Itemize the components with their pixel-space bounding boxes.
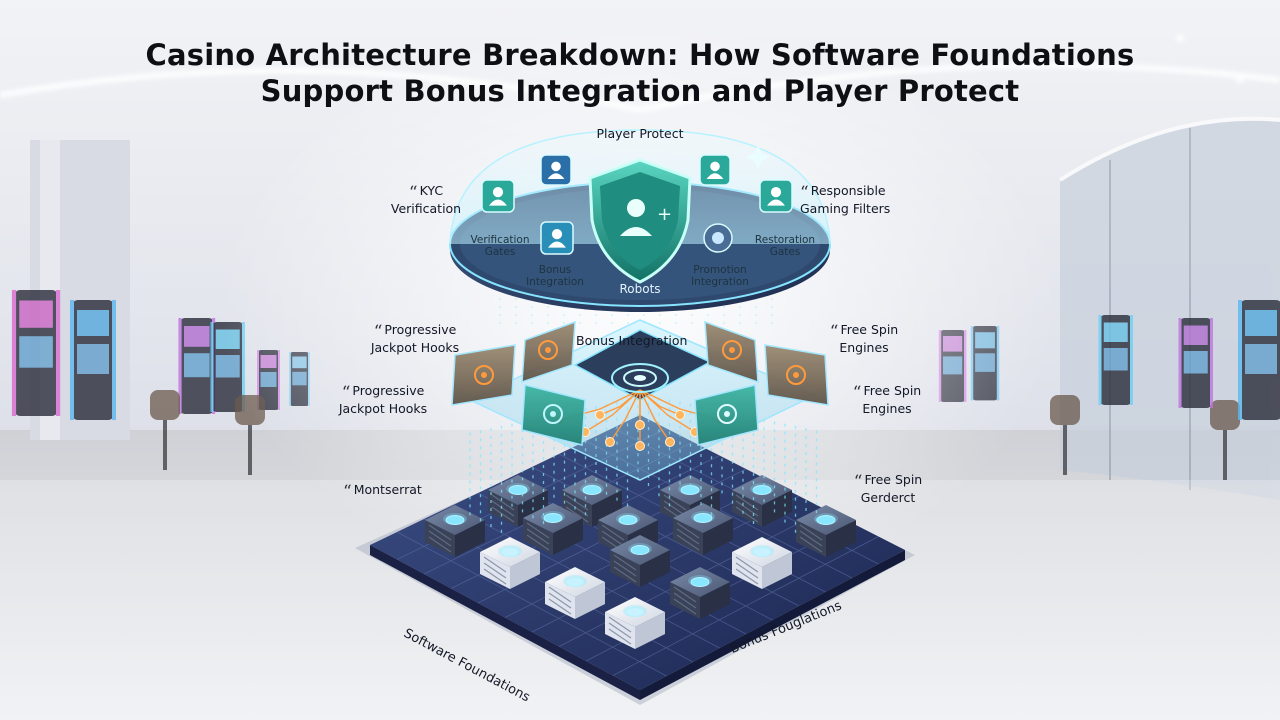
sparkle-icon: [746, 145, 770, 169]
label-free-spin-2: “Free Spin Engines: [852, 383, 922, 416]
quote-mark-icon: “: [373, 322, 383, 342]
label-responsible-gaming: “Responsible Gaming Filters: [800, 183, 891, 216]
slot-machine: [70, 300, 116, 420]
slot-machine: [11, 290, 61, 416]
label-free-spin-1: “Free Spin Engines: [829, 322, 899, 355]
user-icon: [540, 154, 572, 186]
server-icon: [605, 597, 665, 649]
quote-mark-icon: “: [408, 183, 418, 203]
users-icon: [759, 179, 793, 213]
label-bonus-integration-small: Bonus Integration: [526, 264, 584, 288]
server-icon: [523, 503, 583, 555]
slot-machine: [178, 318, 216, 414]
server-icon: [610, 535, 670, 587]
integration-card: [521, 320, 576, 384]
server-icon: [480, 537, 540, 589]
label-progressive-jackpot-2: “Progressive Jackpot Hooks: [338, 383, 428, 416]
integration-card: [521, 384, 586, 446]
slot-machine: [1098, 315, 1133, 405]
circuit-node: [595, 410, 605, 420]
label-progressive-jackpot-1: “Progressive Jackpot Hooks: [370, 322, 460, 355]
label-restoration-gates: Restoration Gates: [754, 234, 816, 258]
server-icon: [796, 505, 856, 557]
diagram-title-line-1: Casino Architecture Breakdown: How Softw…: [145, 38, 1135, 72]
quote-mark-icon: “: [829, 322, 839, 342]
quote-mark-icon: “: [853, 472, 863, 492]
label-verification-gates: Verification Gates: [470, 234, 530, 258]
server-icon: [562, 475, 622, 527]
diagram-title-line-2: Support Bonus Integration and Player Pro…: [260, 74, 1020, 108]
circuit-node: [635, 441, 645, 451]
server-icon: [670, 567, 730, 619]
integration-card: [694, 384, 759, 446]
slot-machine: [1238, 300, 1280, 420]
circuit-node: [665, 437, 675, 447]
chair: [150, 390, 180, 470]
server-icon: [425, 505, 485, 557]
quote-mark-icon: “: [852, 383, 862, 403]
label-bonus-integration: Bonus Integration: [576, 333, 688, 348]
label-robots: Robots: [619, 282, 661, 296]
label-kyc-verification: “KYC Verification: [390, 183, 462, 216]
slot-machine: [1178, 318, 1213, 408]
integration-card: [764, 344, 829, 406]
users-icon: [481, 179, 515, 213]
quote-mark-icon: “: [341, 383, 351, 403]
chair: [1050, 395, 1080, 475]
server-icon: [732, 475, 792, 527]
label-player-protect: Player Protect: [596, 126, 684, 141]
flower-icon: [699, 154, 731, 186]
user-icon: [540, 221, 574, 255]
circuit-node: [635, 420, 645, 430]
quote-mark-icon: “: [343, 482, 352, 502]
gear-icon: [703, 223, 733, 253]
label-promotion-integration: Promotion Integration: [691, 264, 749, 288]
quote-mark-icon: “: [800, 183, 809, 203]
circuit-node: [675, 410, 685, 420]
circuit-node: [605, 437, 615, 447]
integration-card: [704, 320, 759, 384]
label-montserrat: “Montserrat: [343, 482, 422, 502]
server-icon: [545, 567, 605, 619]
server-icon: [732, 537, 792, 589]
svg-text:+: +: [657, 204, 672, 225]
integration-card: [451, 344, 516, 406]
label-free-spin-3: “Free Spin Gerderct: [853, 472, 923, 505]
chair: [1210, 400, 1240, 480]
server-icon: [673, 503, 733, 555]
